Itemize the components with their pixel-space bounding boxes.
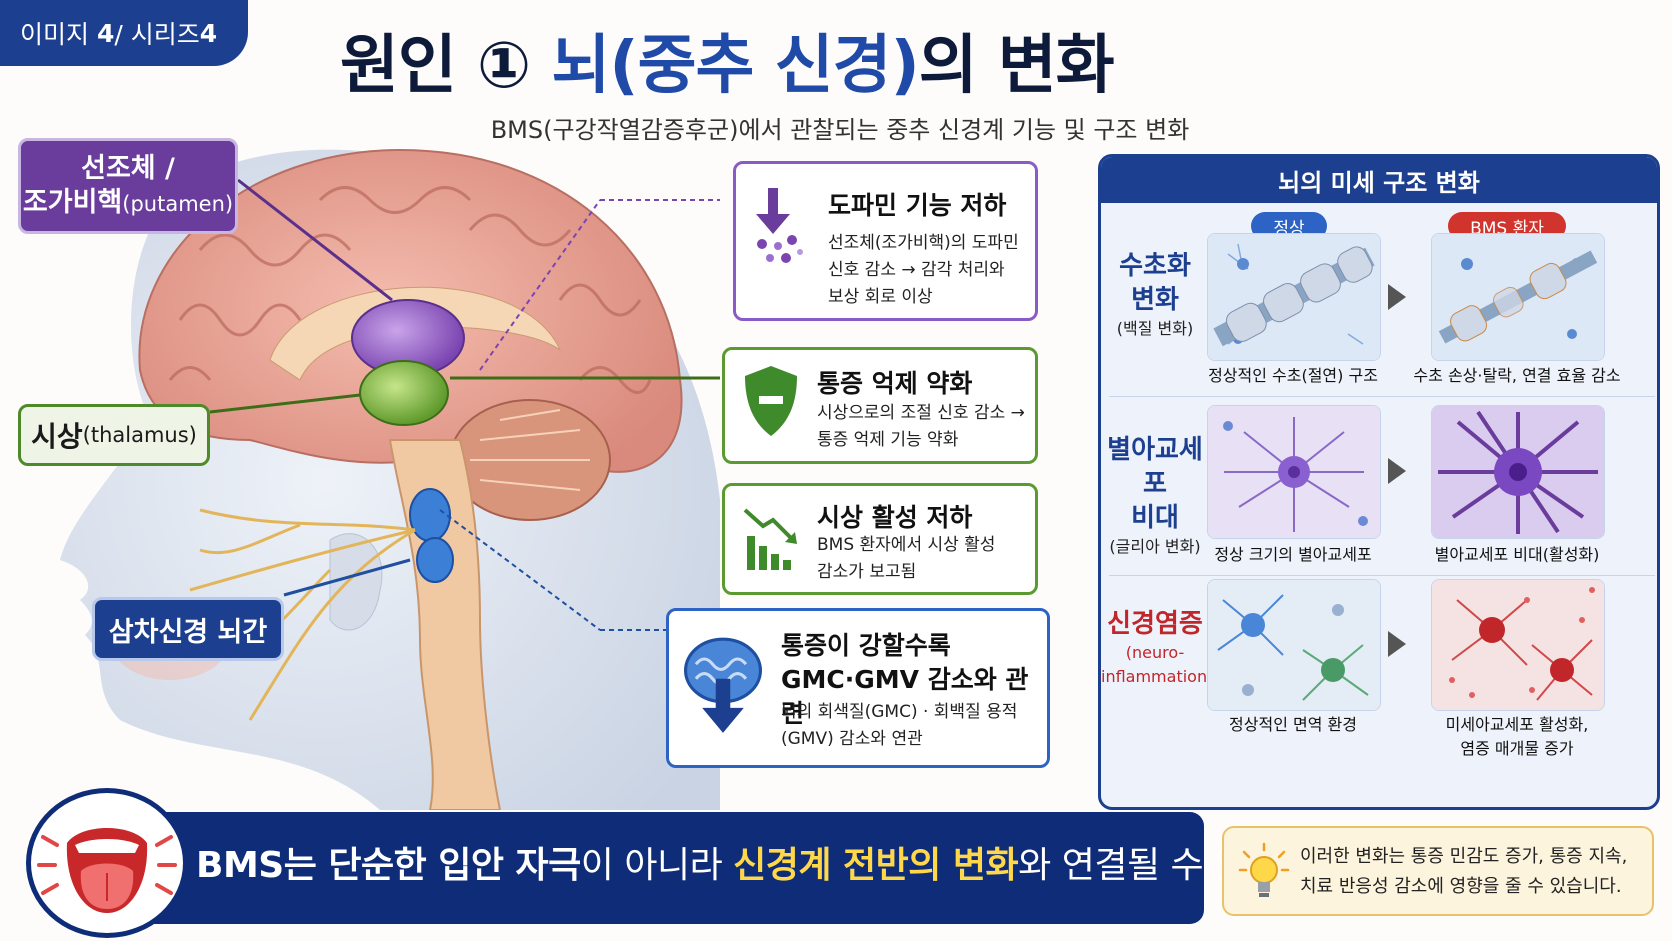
inflammation-normal-image [1207,579,1381,711]
row-sublabel: (백질 변화) [1116,319,1194,338]
banner-message: BMS는 단순한 입안 자극이 아니라 신경계 전반의 변화와 연결될 수 있습… [196,836,1356,888]
trigeminal-nucleus [409,488,451,542]
putamen-label: 선조체 / 조가비핵(putamen) [18,138,238,234]
row-label-astrocyte: 별아교세포 비대(글리아 변화) [1101,433,1209,559]
putamen-label-en: (putamen) [122,191,234,216]
title-part1: 원인 ① [340,29,552,103]
tip-text: 이러한 변화는 통증 민감도 증가, 통증 지속, 치료 반응성 감소에 영향을… [1300,846,1628,897]
card-gmc-gmv: 통증이 강할수록 GMC·GMV 감소와 관련 뇌의 회색질(GMC) · 회백… [666,608,1050,768]
micro-structure-panel: 뇌의 미세 구조 변화 정상 BMS 환자 수초화 변화(백질 변화) 정상적인… [1098,154,1660,810]
thalamus-label-ko: 시상 [31,420,83,453]
caption-astrocyte-bms: 별아교세포 비대(활성화) [1434,545,1600,564]
row-divider [1109,396,1655,397]
card-dopamine: 도파민 기능 저하 선조체(조가비핵)의 도파민 신호 감소 → 감각 처리와 … [733,161,1038,321]
trigeminal-label: 삼차신경 뇌간 [92,597,284,661]
series-number: 4 [199,18,218,48]
thalamus-connector [209,393,361,414]
arrow-right-icon [1388,458,1406,484]
panel-header: 뇌의 미세 구조 변화 [1101,157,1657,203]
series-tag: 이미지 4 / 시리즈 4 [0,0,248,66]
card-title: 통증 억제 약화 [817,369,973,398]
row-label-neuroinflammation: 신경염증(neuro- inflammation) [1101,607,1214,689]
card-pain-inhibition: 통증 억제 약화 시상으로의 조절 신호 감소 → 통증 억제 기능 약화 [722,347,1038,464]
caption-astrocyte-normal: 정상 크기의 별아교세포 [1214,545,1372,564]
card-title: 통증이 강할수록 GMC·GMV 감소와 관련 [781,631,1029,728]
caption-myelin-normal: 정상적인 수초(절연) 구조 [1208,366,1378,385]
title-part3: 의 변화 [918,29,1115,103]
thalamus-label: 시상(thalamus) [18,404,210,466]
row-sublabel: (neuro- inflammation) [1101,643,1214,686]
inflammation-bms-image [1431,579,1605,711]
thalamus [359,360,449,426]
caption-inflammation-normal: 정상적인 면역 환경 [1229,715,1357,734]
banner-part2: 이 아니라 [580,845,734,886]
arrow-right-icon [1388,631,1406,657]
shield-minus-icon [745,366,797,436]
burning-mouth-icon [37,828,177,913]
dopamine-down-icon [756,188,803,263]
series-separator: / 시리즈 [114,20,200,49]
series-prefix: 이미지 [20,20,90,49]
row-divider [1109,575,1655,576]
card-body: 뇌의 회색질(GMC) · 회백질 용적 (GMV) 감소와 연관 [781,702,1018,749]
putamen-label-line1: 선조체 / [81,152,175,184]
mouth-circle [26,788,188,938]
thalamus-label-en: (thalamus) [82,423,197,447]
chart-down-icon [743,508,797,570]
bottom-banner [32,812,1204,924]
myelin-normal-image [1207,233,1381,361]
putamen-connector [237,178,393,302]
title-part2: 뇌(중추 신경) [551,29,920,103]
trigeminal-connector [439,509,601,631]
card-thalamus-activity: 시상 활성 저하 BMS 환자에서 시상 활성 감소가 보고됨 [722,483,1038,595]
banner-part1: BMS는 단순한 입안 자극 [196,845,581,886]
card-title: 도파민 기능 저하 [828,191,1007,220]
card-body: 시상으로의 조절 신호 감소 → 통증 억제 기능 약화 [817,403,1025,450]
astrocyte-normal-image [1207,405,1381,539]
page-subtitle: BMS(구강작열감증후군)에서 관찰되는 중추 신경계 기능 및 구조 변화 [490,116,1190,144]
image-number: 4 [96,18,115,48]
brain-down-icon [684,637,762,733]
card-body: BMS 환자에서 시상 활성 감소가 보고됨 [817,535,996,582]
tip-box: 이러한 변화는 통증 민감도 증가, 통증 지속, 치료 반응성 감소에 영향을… [1222,826,1654,916]
card-body: 선조체(조가비핵)의 도파민 신호 감소 → 감각 처리와 보상 회로 이상 [828,233,1019,307]
arrow-right-icon [1388,284,1406,310]
lightbulb-icon [1238,842,1290,897]
banner-highlight: 신경계 전반의 변화 [733,845,1019,886]
astrocyte-bms-image [1431,405,1605,539]
row-sublabel: (글리아 변화) [1109,537,1201,556]
putamen-label-line2: 조가비핵 [22,186,123,218]
caption-myelin-bms: 수초 손상·탈락, 연결 효율 감소 [1413,366,1621,385]
myelin-bms-image [1431,233,1605,361]
card-title: 시상 활성 저하 [817,503,973,532]
row-label-myelination: 수초화 변화(백질 변화) [1105,249,1205,341]
page-title: 원인 ① 뇌(중추 신경)의 변화 [340,14,1340,103]
caption-inflammation-bms: 미세아교세포 활성화, 염증 매개물 증가 [1445,715,1589,758]
